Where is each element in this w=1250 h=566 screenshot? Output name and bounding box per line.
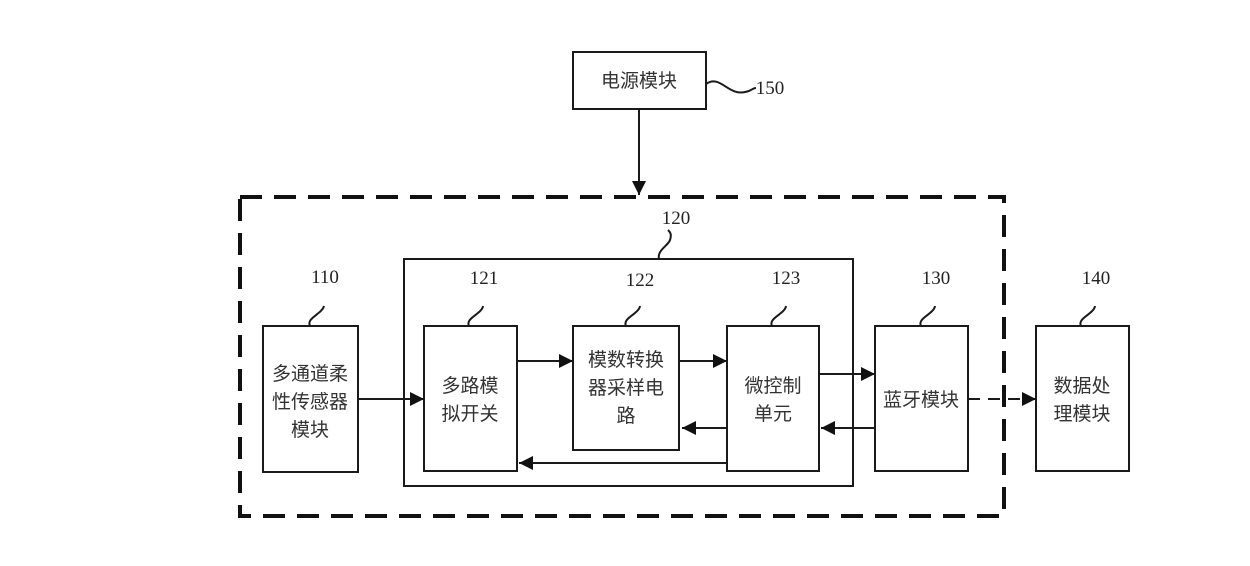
ref-120: 120 xyxy=(662,208,691,229)
ref-leader-121 xyxy=(467,305,484,327)
mux-label-line2: 拟开关 xyxy=(441,403,498,425)
adc-label-line1: 模数转换 xyxy=(588,349,664,371)
ref-leader-140 xyxy=(1079,305,1096,327)
adc-sampling-circuit: 模数转换 器采样电 路 122 xyxy=(572,270,680,451)
sensor-module: 多通道柔 性传感器 模块 110 xyxy=(262,267,359,473)
processing-label-line1: 数据处 xyxy=(1053,375,1110,397)
adc-label-line2: 器采样电 xyxy=(588,377,664,399)
power-module-label: 电源模块 xyxy=(601,70,677,92)
ref-leader-123 xyxy=(770,305,787,327)
ref-130: 130 xyxy=(922,268,951,289)
ref-122: 122 xyxy=(626,270,655,291)
microcontroller-unit: 微控制 单元 123 xyxy=(726,268,820,472)
ref-121: 121 xyxy=(470,268,499,289)
ref-150: 150 xyxy=(756,78,785,99)
analog-mux: 多路模 拟开关 121 xyxy=(423,268,518,472)
data-processing-module: 数据处 理模块 140 xyxy=(1035,268,1130,472)
sensor-label-line1: 多通道柔 xyxy=(272,363,348,385)
sensor-label-line3: 模块 xyxy=(291,419,329,441)
mux-label-line1: 多路模 xyxy=(441,375,498,397)
ref-leader-110 xyxy=(308,305,325,327)
ref-leader-122 xyxy=(624,305,641,327)
bluetooth-label: 蓝牙模块 xyxy=(883,389,959,411)
processing-label-line2: 理模块 xyxy=(1053,403,1110,425)
mcu-label-line2: 单元 xyxy=(754,403,792,425)
ref-140: 140 xyxy=(1082,268,1111,289)
bluetooth-module: 蓝牙模块 130 xyxy=(874,268,969,472)
ref-110: 110 xyxy=(311,267,339,288)
device-boundary xyxy=(238,195,1006,518)
mcu-label-line1: 微控制 xyxy=(744,375,801,397)
ref-123: 123 xyxy=(772,268,801,289)
ref-leader-150 xyxy=(705,80,757,94)
ref-leader-130 xyxy=(919,305,936,327)
adc-label-line3: 路 xyxy=(616,405,635,427)
ref-leader-120 xyxy=(657,229,672,260)
sensor-label-line2: 性传感器 xyxy=(272,391,348,413)
power-module: 电源模块 150 xyxy=(572,51,785,110)
